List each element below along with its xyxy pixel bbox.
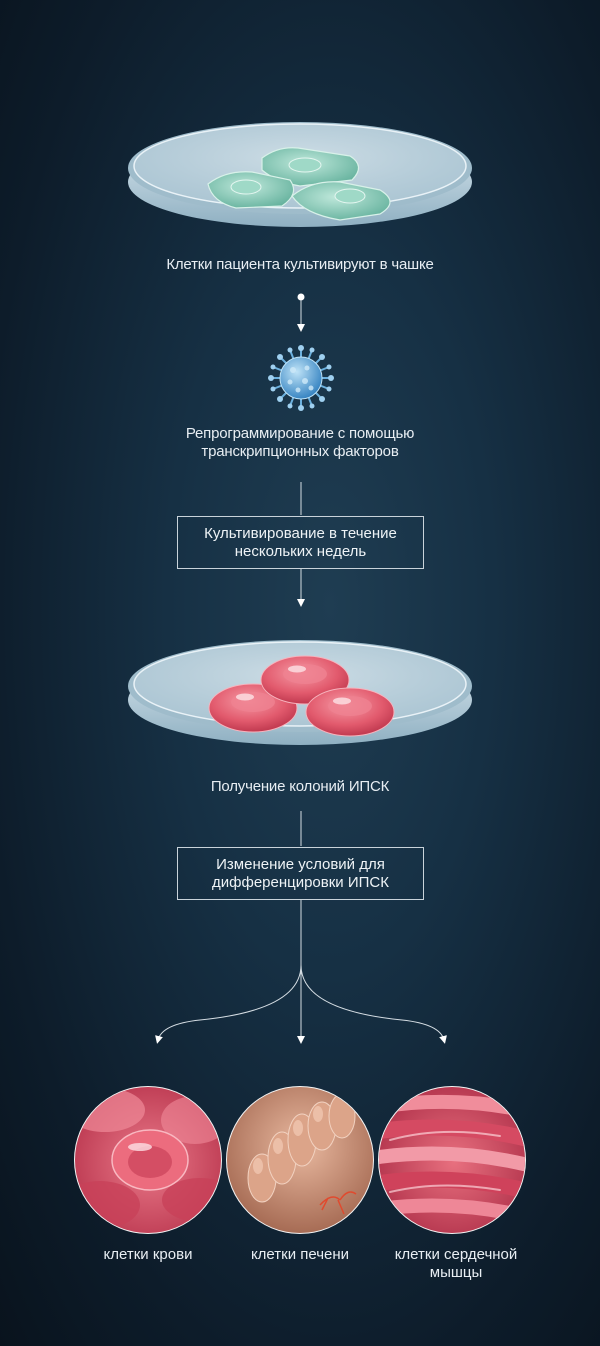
- heart-muscle-cells-label: клетки сердечной мышцы: [371, 1246, 541, 1282]
- connector-dot: [297, 293, 305, 301]
- differentiation-line1: Изменение условий для: [216, 855, 385, 873]
- ipsc-colony: [305, 687, 395, 737]
- ipsc-colony: [208, 683, 298, 733]
- patient-cell: [261, 147, 360, 187]
- blood-cells-illustration: [74, 1086, 222, 1234]
- differentiation-conditions-box: Изменение условий для дифференцировки ИП…: [177, 847, 424, 900]
- step-ipsc-colonies-label: Получение колоний ИПСК: [210, 778, 390, 795]
- branch-arrows: [155, 900, 447, 1044]
- differentiation-line2: дифференцировки ИПСК: [212, 873, 389, 891]
- heart-muscle-line1: клетки сердечной: [394, 1246, 518, 1263]
- petri-dish-ipsc-colonies: [128, 640, 472, 745]
- heart-muscle-cells-illustration: [378, 1086, 526, 1234]
- culture-weeks-line1: Культивирование в течение: [204, 524, 397, 542]
- liver-cells-label: клетки печени: [250, 1246, 350, 1263]
- patient-cell: [291, 181, 391, 221]
- step-reprogramming-line2: транскрипционных факторов: [201, 443, 399, 460]
- step-patient-cells-label: Клетки пациента культивируют в чашке: [166, 256, 434, 273]
- patient-cell: [207, 171, 295, 209]
- blood-cells-label: клетки крови: [103, 1246, 193, 1263]
- culture-weeks-box: Культивирование в течение нескольких нед…: [177, 516, 424, 569]
- liver-cells-illustration: [226, 1086, 374, 1234]
- petri-dish-patient-cells: [128, 122, 472, 227]
- step-reprogramming-line1: Репрограммирование с помощью: [185, 425, 415, 442]
- culture-weeks-line2: нескольких недель: [234, 542, 367, 560]
- virus-icon: [268, 345, 334, 411]
- step-reprogramming-label: Репрограммирование с помощью транскрипци…: [0, 425, 600, 461]
- heart-muscle-line2: мышцы: [429, 1264, 483, 1281]
